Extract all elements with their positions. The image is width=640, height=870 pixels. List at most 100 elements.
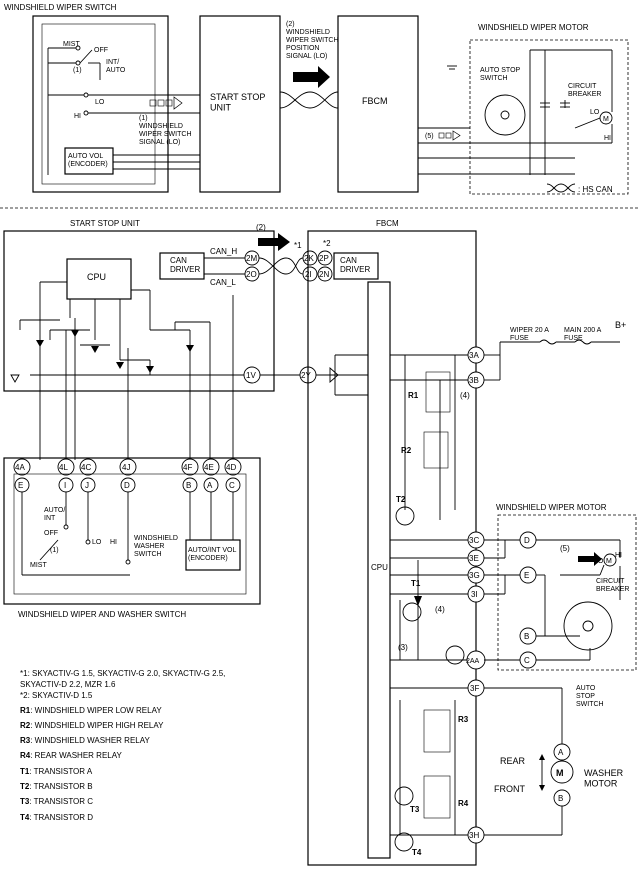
pin-4e: 4E bbox=[204, 463, 214, 472]
legend-key-2: *2 bbox=[20, 691, 28, 700]
legend-key-8: T2 bbox=[20, 782, 30, 791]
pin-1v-label: 1V bbox=[246, 371, 256, 380]
ssu-can-driver-box bbox=[159, 252, 205, 280]
top-fbcm-box bbox=[337, 15, 419, 193]
top-motor-title: WINDSHIELD WIPER MOTOR bbox=[478, 23, 589, 32]
pin-2k bbox=[302, 250, 318, 266]
top-motor-lo: LO bbox=[590, 109, 600, 116]
top-fbcm-motor-wires bbox=[418, 127, 470, 175]
switch-inner-pins: E I J D B A C bbox=[14, 477, 241, 493]
pin-3h-label: 3H bbox=[469, 831, 479, 840]
transistor-t4-label: T4 bbox=[412, 848, 422, 857]
top-fbcm: FBCM bbox=[362, 96, 388, 106]
signal4a: (4) bbox=[460, 391, 470, 400]
pin-2p-label: 2P bbox=[319, 254, 329, 263]
motor-pin-d: D bbox=[524, 536, 530, 545]
pin-b: B bbox=[186, 481, 191, 490]
pin-4d: 4D bbox=[226, 463, 236, 472]
motor-m-symbol bbox=[603, 553, 617, 567]
pin-2n-label: 2N bbox=[319, 270, 329, 279]
svg-text:*2: SKYACTIV-D 1.5: *2: SKYACTIV-D 1.5 bbox=[20, 691, 93, 700]
top-lo-label: LO bbox=[95, 99, 105, 106]
legend-text-2: : SKYACTIV-D 1.5 bbox=[28, 691, 93, 700]
pin-4f: 4F bbox=[183, 463, 192, 472]
pin-3a-label: 3A bbox=[469, 351, 479, 360]
fbcm-box bbox=[307, 230, 477, 866]
switch-top-pins: 4A 4L 4C 4J 4F 4E 4D bbox=[13, 458, 242, 476]
wiper-motor-pins: D E B C bbox=[519, 531, 537, 669]
motor-m: M bbox=[606, 558, 612, 565]
wiper-washer-switch-box bbox=[3, 457, 261, 605]
pin-3f-label: 3F bbox=[470, 684, 479, 693]
ssu-internal-wiring bbox=[19, 257, 245, 460]
washer-pin-b: B bbox=[558, 794, 563, 803]
legend-text-5: : WINDSHIELD WASHER RELAY bbox=[30, 736, 150, 745]
svg-text:*1: SKYACTIV-G 1.5, SKYACTIV-G: *1: SKYACTIV-G 1.5, SKYACTIV-G 2.0, SKYA… bbox=[20, 669, 225, 678]
relay-r1: R1 bbox=[408, 371, 451, 413]
legend-text-4: : WINDSHIELD WIPER HIGH RELAY bbox=[30, 721, 164, 730]
legend-text-0: : SKYACTIV-G 1.5, SKYACTIV-G 2.0, SKYACT… bbox=[28, 669, 226, 678]
can-l-label: CAN_L bbox=[210, 278, 236, 287]
pin-2i bbox=[302, 266, 318, 282]
pin-3e-label: 3E bbox=[469, 554, 479, 563]
pin-3i-label: 3I bbox=[471, 590, 478, 599]
pin-d: D bbox=[124, 481, 130, 490]
pin-e: E bbox=[18, 481, 23, 490]
switch-mist: MIST bbox=[30, 562, 47, 569]
bplus-label: B+ bbox=[615, 320, 626, 330]
switch-lo: LO bbox=[92, 539, 102, 546]
ssu-ground bbox=[10, 374, 20, 383]
top-motor-box bbox=[469, 39, 629, 195]
top-auto-vol: AUTO VOL(ENCODER) bbox=[68, 153, 108, 168]
motor-lo: LO bbox=[594, 558, 604, 565]
svg-text:T2: TRANSISTOR B: T2: TRANSISTOR B bbox=[20, 782, 93, 791]
pin-2aa-label: 2AA bbox=[466, 658, 480, 665]
legend-key-9: T3 bbox=[20, 797, 30, 806]
pin-2m-label: 2M bbox=[246, 254, 257, 263]
legend-key-10: T4 bbox=[20, 813, 30, 822]
top-switch-box bbox=[32, 15, 169, 193]
pin-4c: 4C bbox=[81, 463, 91, 472]
svg-text:SKYACTIV-D 2.2, MZR 1.6: SKYACTIV-D 2.2, MZR 1.6 bbox=[20, 680, 116, 689]
transistor-t3: T3 bbox=[394, 786, 420, 814]
pin-2o-label: 2O bbox=[246, 270, 257, 279]
legend-text-10: : TRANSISTOR D bbox=[29, 813, 93, 822]
washer-pin-a: A bbox=[558, 748, 564, 757]
pin-j: J bbox=[85, 481, 89, 490]
fbcm-can-driver-box bbox=[333, 252, 379, 280]
pin-2n bbox=[317, 266, 333, 282]
top-switch-inner bbox=[41, 23, 156, 185]
relay-r1-label: R1 bbox=[408, 391, 419, 400]
top-motor-hi: HI bbox=[604, 135, 611, 142]
wiper-washer-switch-title: WINDSHIELD WIPER AND WASHER SWITCH bbox=[18, 610, 186, 619]
legend-text-3: : WINDSHIELD WIPER LOW RELAY bbox=[30, 706, 162, 715]
switch-hi: HI bbox=[110, 539, 117, 546]
legend-text-8: : TRANSISTOR B bbox=[29, 782, 92, 791]
legend-key-0: *1 bbox=[20, 669, 28, 678]
svg-text:T4: TRANSISTOR D: T4: TRANSISTOR D bbox=[20, 813, 93, 822]
washer-front: FRONT bbox=[494, 784, 525, 794]
transistor-t1: T1 bbox=[402, 579, 422, 622]
motor-signal5: (5) bbox=[560, 544, 570, 553]
relay-r4-label: R4 bbox=[458, 799, 469, 808]
svg-text:R3: WINDSHIELD WASHER RELAY: R3: WINDSHIELD WASHER RELAY bbox=[20, 736, 150, 745]
top-int-auto-label: INT/AUTO bbox=[106, 59, 126, 74]
legend-key-3: R1 bbox=[20, 706, 31, 715]
fbcm-title: FBCM bbox=[376, 219, 399, 228]
can-twisted-pair bbox=[258, 257, 304, 275]
svg-text:R4: REAR WASHER RELAY: R4: REAR WASHER RELAY bbox=[20, 751, 122, 760]
top-off-label: OFF bbox=[94, 47, 108, 54]
motor-hi: HI bbox=[615, 552, 622, 559]
top-hs-can-label: : HS CAN bbox=[578, 185, 613, 194]
top-auto-stop-cam bbox=[484, 94, 526, 136]
fbcm-mosfet bbox=[445, 645, 465, 665]
top-switch-wires bbox=[113, 94, 200, 170]
